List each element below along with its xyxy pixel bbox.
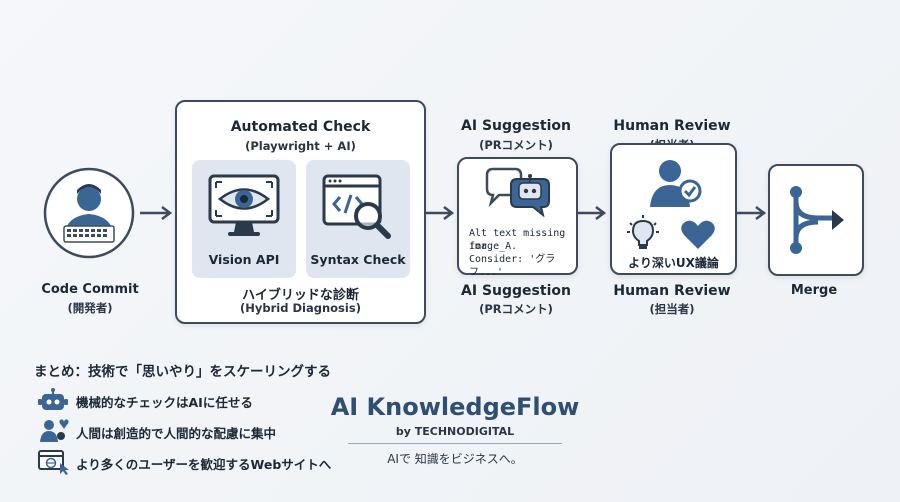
syntax-check-card: Syntax Check [306,160,410,278]
developer-avatar-icon [42,166,136,260]
summary-item-1: 機械的なチェックはAIに任せる [76,395,253,410]
ai-comment-line-3: Consider: 'グラフ...' [469,254,556,278]
human-review-title: Human Review [613,118,731,134]
syntax-check-label: Syntax Check [310,252,406,267]
human-review-bottom-sub: (担当者) [649,302,695,316]
arrow-human-to-merge [736,206,767,220]
arrow-ai-to-human [576,206,607,220]
ai-suggestion-sub: (PRコメント) [479,138,553,152]
automated-check-title: Automated Check [230,119,371,135]
summary-item-2: 人間は創造的で人間的な配慮に集中 [76,426,277,441]
ai-comment-line-1: Alt text missing for [469,228,566,252]
code-magnifier-icon [318,172,398,248]
ai-suggestion-title: AI Suggestion [461,118,571,134]
chat-robot-icon [485,165,551,221]
arrow-commit-to-check [140,206,173,220]
merge-card [768,164,864,276]
ux-discussion-label: より深いUX議論 [628,256,719,270]
ai-suggestion-card: Alt text missing for image_A. Consider: … [457,157,578,278]
commit-sub: (開発者) [67,301,113,315]
summary-item-3: より多くのユーザーを歓迎するWebサイトへ [76,457,332,472]
heart-icon [680,219,716,255]
git-merge-icon [782,180,850,264]
eye-monitor-icon [206,172,282,246]
people-icon [38,418,70,448]
brand-name: AI KnowledgeFlow [330,393,580,421]
hybrid-diagnosis-sub: (Hybrid Diagnosis) [240,301,361,315]
human-review-card: より深いUX議論 [610,143,737,275]
ai-comment-line-2: image_A. [469,241,518,252]
lightbulb-icon [626,215,660,255]
web-cursor-icon [38,449,70,479]
commit-label: Code Commit [41,282,139,297]
summary-title: まとめ：技術で「思いやり」をスケーリングする [34,364,331,380]
brand-tagline: AIで 知識をビジネスへ。 [387,452,523,466]
reviewer-check-icon [644,155,704,215]
robot-icon [38,388,68,416]
merge-label: Merge [790,283,838,298]
vision-api-label: Vision API [208,252,280,267]
ai-suggestion-bottom-title: AI Suggestion [461,283,571,299]
ai-suggestion-bottom-sub: (PRコメント) [479,302,553,316]
brand-by: by TECHNODIGITAL [395,425,515,438]
human-review-bottom-title: Human Review [613,283,731,299]
automated-check-panel: Automated Check (Playwright + AI) Vision… [175,100,426,324]
brand-divider [348,443,562,444]
automated-check-sub: (Playwright + AI) [245,139,356,153]
arrow-check-to-ai [424,206,455,220]
vision-api-card: Vision API [192,160,296,278]
hybrid-diagnosis-title: ハイブリッドな診断 [242,288,359,303]
